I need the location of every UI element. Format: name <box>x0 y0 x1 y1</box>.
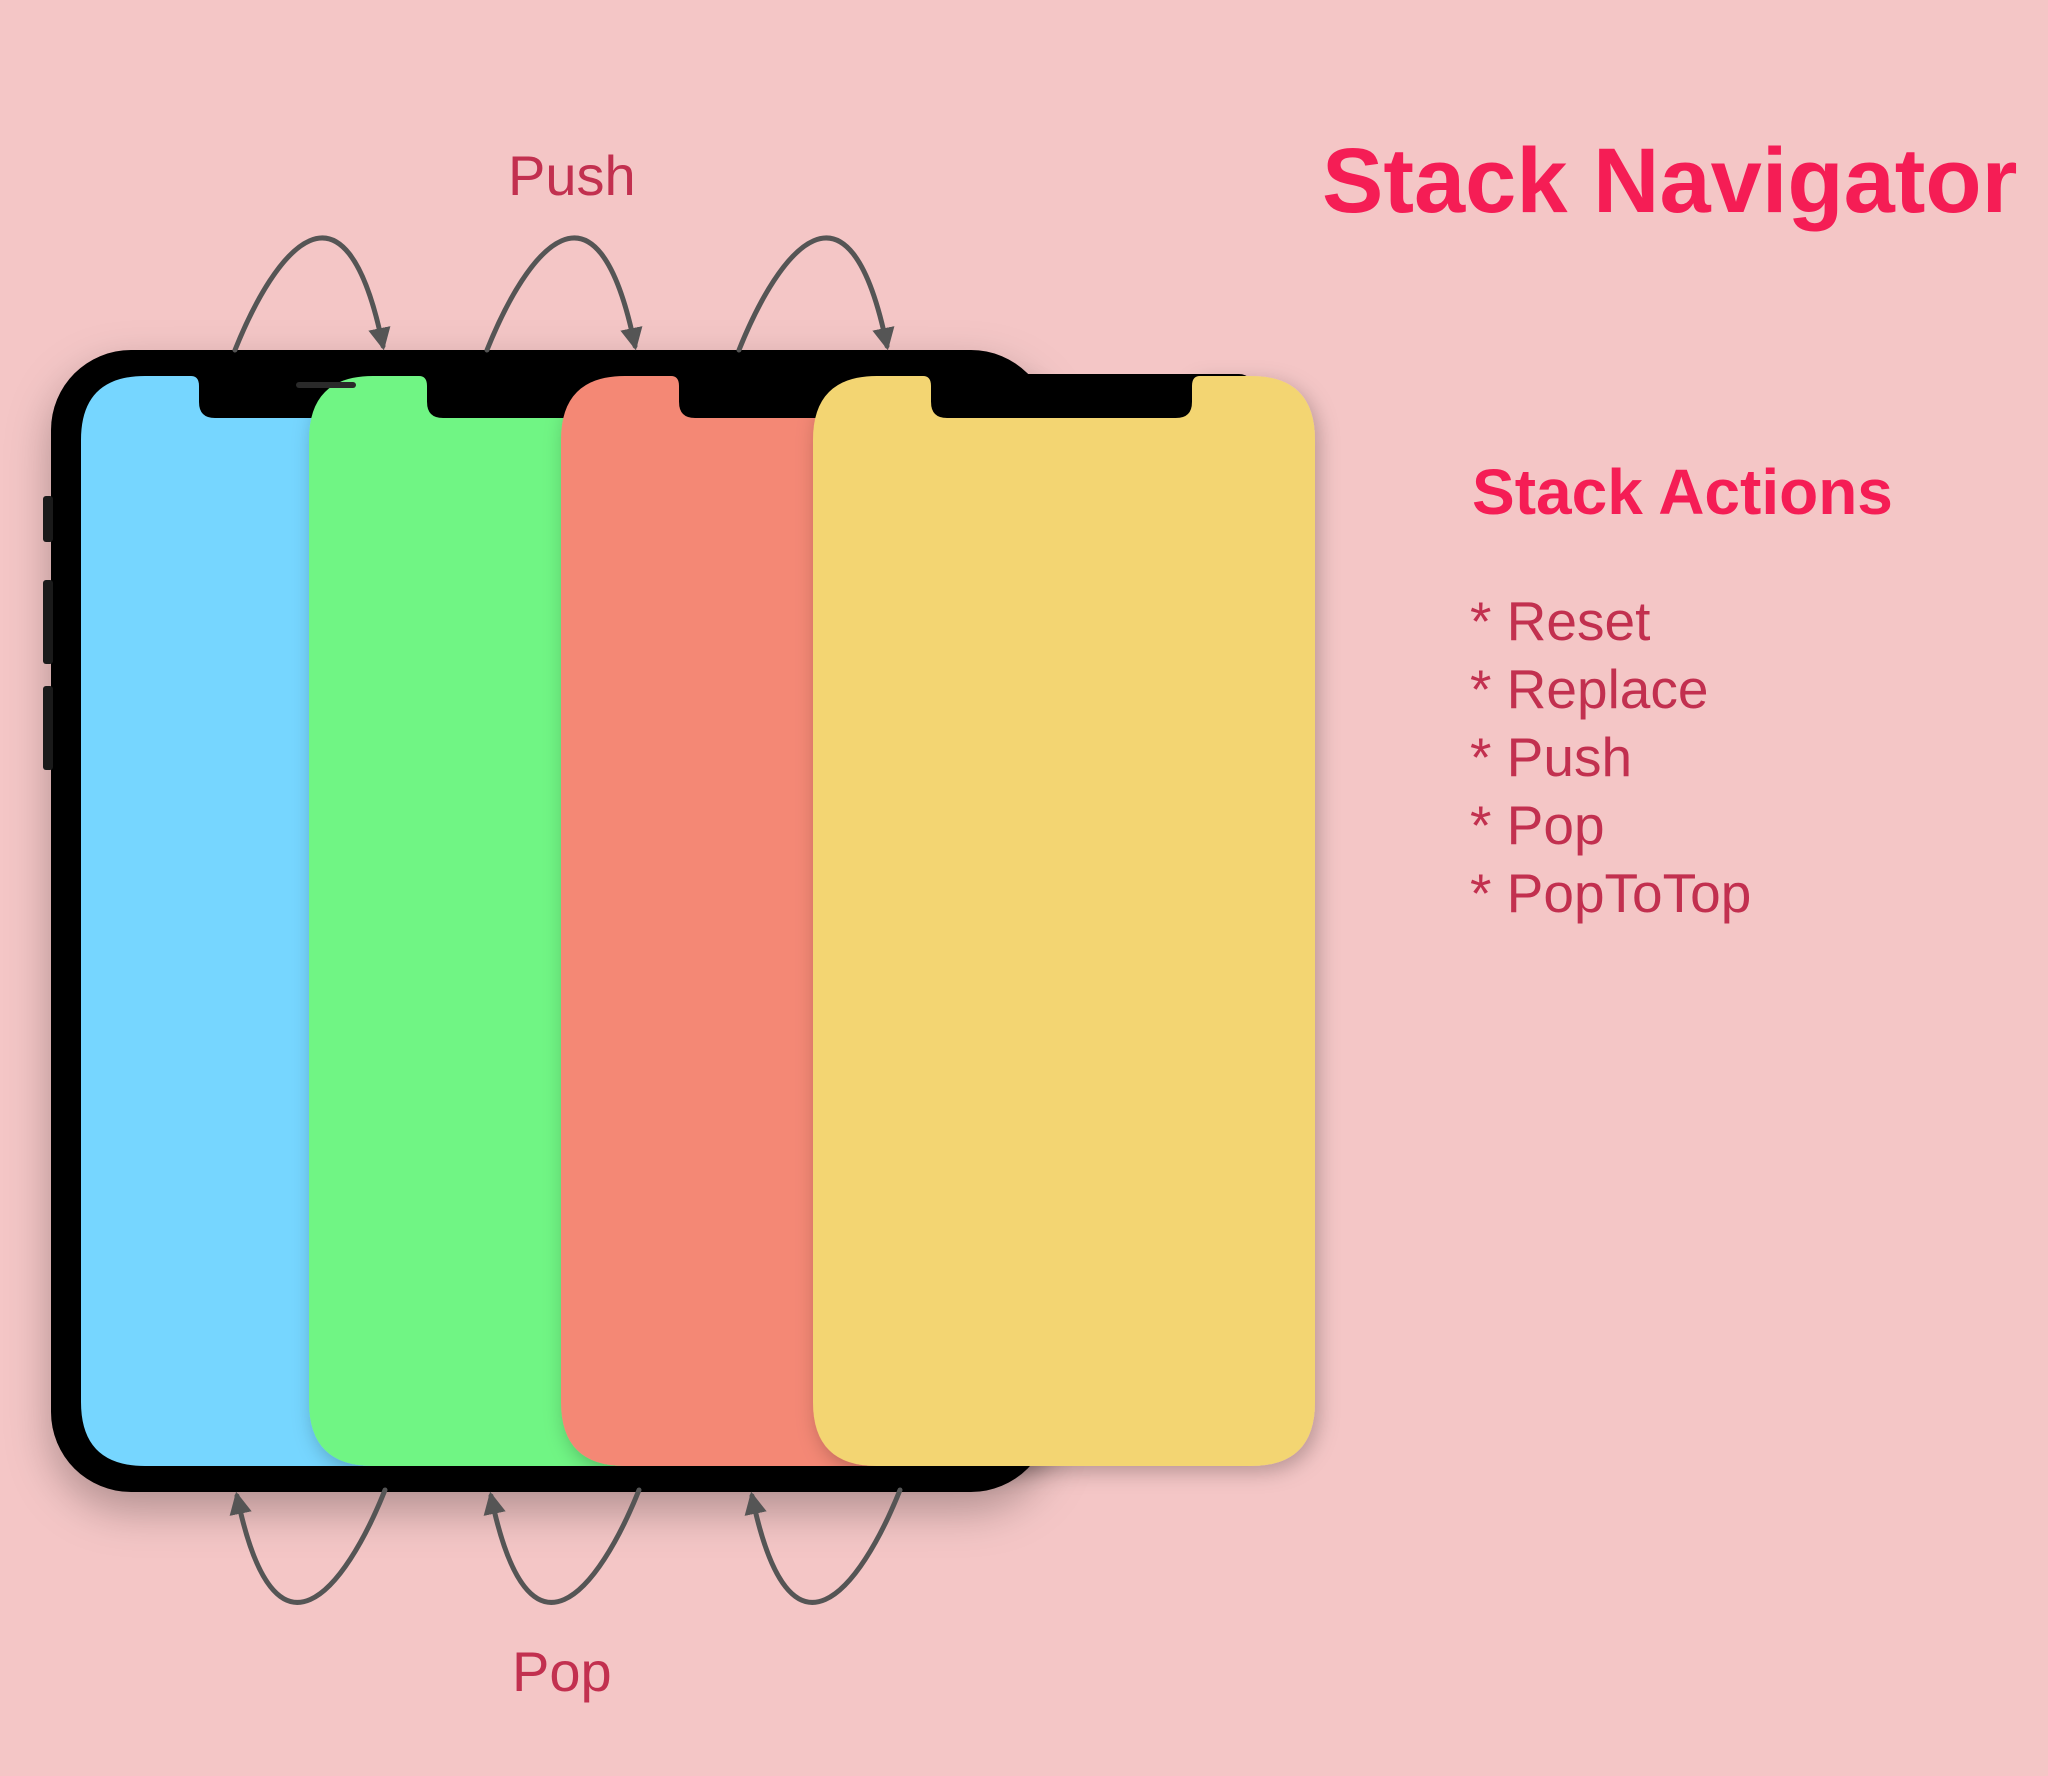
speaker-grill <box>296 382 356 388</box>
stack-action-replace: * Replace <box>1470 658 1709 720</box>
stack-actions-heading: Stack Actions <box>1472 456 1893 528</box>
stack-action-push: * Push <box>1470 726 1633 788</box>
screen-yellow <box>813 376 1315 1466</box>
phone-side-button <box>43 580 53 664</box>
stack-action-reset: * Reset <box>1470 590 1651 652</box>
page-title: Stack Navigator <box>1322 130 2018 232</box>
phone-side-button <box>43 496 53 542</box>
stack-action-pop: * Pop <box>1470 794 1605 856</box>
screen-notch-4 <box>893 374 1255 422</box>
push-arrow-1 <box>232 235 391 353</box>
pop-arrow-1 <box>229 1487 388 1605</box>
phone-side-button <box>43 686 53 770</box>
push-arrow-3 <box>736 235 895 353</box>
pop-label: Pop <box>512 1640 612 1703</box>
stack-actions-list: * Reset * Replace * Push * Pop * PopToTo… <box>1470 587 1751 927</box>
pop-arrow-3 <box>744 1487 903 1605</box>
push-label: Push <box>508 144 636 207</box>
stack-action-poptotop: * PopToTop <box>1470 862 1752 924</box>
pop-arrow-2 <box>483 1487 642 1605</box>
push-arrow-2 <box>484 235 643 353</box>
